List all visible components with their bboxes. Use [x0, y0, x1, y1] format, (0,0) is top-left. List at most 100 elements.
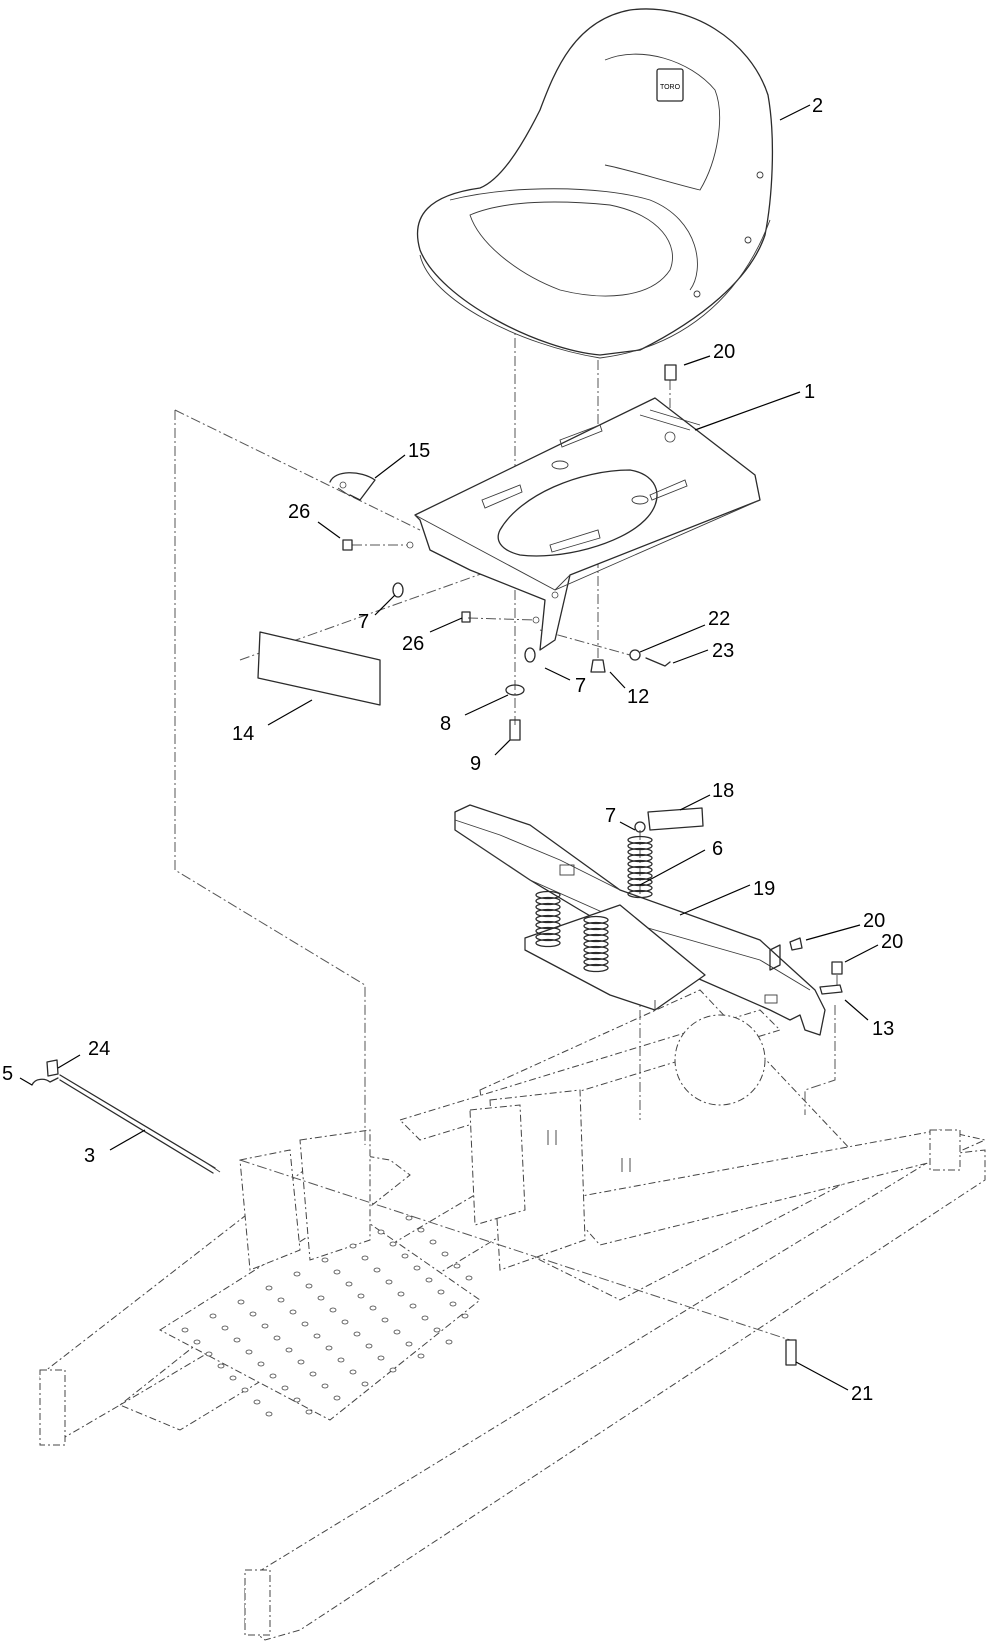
footrest-hole	[349, 1369, 357, 1375]
coil-spring	[627, 835, 653, 899]
footrest-hole	[229, 1375, 237, 1381]
footrest-hole	[413, 1265, 421, 1271]
footrest-hole	[417, 1227, 425, 1233]
footrest-hole	[253, 1399, 261, 1405]
footrest-hole	[417, 1353, 425, 1359]
footrest-hole	[361, 1381, 369, 1387]
callout-7-left: 7	[358, 611, 369, 633]
footrest-hole	[393, 1329, 401, 1335]
footrest-hole	[357, 1293, 365, 1299]
footrest-hole	[237, 1299, 245, 1305]
callout-20-right: 20	[881, 931, 903, 953]
footrest-hole	[333, 1269, 341, 1275]
footrest-hole	[341, 1319, 349, 1325]
footrest-hole	[245, 1349, 253, 1355]
decal-small	[647, 807, 704, 831]
footrest-hole	[257, 1361, 265, 1367]
callout-15: 15	[408, 440, 430, 462]
callout-1: 1	[804, 381, 815, 403]
footrest-hole	[381, 1317, 389, 1323]
footrest-hole	[265, 1285, 273, 1291]
footrest-hole	[193, 1339, 201, 1345]
callout-labels: 1 2 3 5 6 7 7 7 8 9 12 13 14 15 18 19 20…	[2, 95, 903, 1405]
footrest-hole	[461, 1313, 469, 1319]
footrest-hole	[325, 1345, 333, 1351]
seat-suspension-base	[454, 804, 843, 1036]
callout-3: 3	[84, 1145, 95, 1167]
callout-24: 24	[88, 1038, 110, 1060]
callout-18: 18	[712, 780, 734, 802]
footrest-hole	[273, 1335, 281, 1341]
footrest-hole	[449, 1301, 457, 1307]
callout-21: 21	[851, 1383, 873, 1405]
footrest-hole	[209, 1313, 217, 1319]
hardware-fasteners	[31, 364, 843, 1366]
footrest-hole	[349, 1243, 357, 1249]
footrest-hole	[329, 1307, 337, 1313]
chassis-frame	[39, 989, 987, 1641]
callout-19: 19	[753, 878, 775, 900]
callout-26-lower: 26	[402, 633, 424, 655]
callout-14: 14	[232, 723, 254, 745]
footrest-hole	[385, 1279, 393, 1285]
footrest-hole	[317, 1295, 325, 1301]
footrest-hole	[401, 1253, 409, 1259]
pivot-rod	[59, 1074, 221, 1174]
footrest-hole	[321, 1383, 329, 1389]
footrest-hole	[377, 1229, 385, 1235]
footrest-hole	[217, 1363, 225, 1369]
callout-2: 2	[812, 95, 823, 117]
footrest-hole	[301, 1321, 309, 1327]
seat-plate	[406, 397, 761, 651]
seat-logo: TORO	[660, 84, 681, 91]
coil-spring	[583, 915, 609, 973]
footrest-hole	[421, 1315, 429, 1321]
footrest-hole	[181, 1327, 189, 1333]
callout-12: 12	[627, 686, 649, 708]
footrest-hole	[337, 1357, 345, 1363]
footrest-hole	[433, 1327, 441, 1333]
footrest-hole	[241, 1387, 249, 1393]
footrest-hole	[293, 1397, 301, 1403]
footrest-hole	[205, 1351, 213, 1357]
callout-7-right: 7	[575, 675, 586, 697]
footrest-hole	[405, 1341, 413, 1347]
coil-spring	[535, 890, 561, 948]
callout-8: 8	[440, 713, 451, 735]
footrest-hole	[321, 1257, 329, 1263]
seat-adjust-handle	[329, 472, 376, 501]
footrest-hole	[389, 1241, 397, 1247]
footrest-hole	[373, 1267, 381, 1273]
footrest-hole	[453, 1263, 461, 1269]
footrest-hole	[405, 1215, 413, 1221]
footrest-hole	[221, 1325, 229, 1331]
footrest-hole	[369, 1305, 377, 1311]
footrest-hole	[365, 1343, 373, 1349]
footrest-hole	[377, 1355, 385, 1361]
footrest-hole	[313, 1333, 321, 1339]
footrest-hole	[445, 1339, 453, 1345]
footrest-hole	[389, 1367, 397, 1373]
footrest-hole	[305, 1409, 313, 1415]
footrest-hole	[277, 1297, 285, 1303]
suspension-springs	[535, 835, 653, 973]
footrest-hole	[289, 1309, 297, 1315]
callout-26-upper: 26	[288, 501, 310, 523]
footrest-hole	[333, 1395, 341, 1401]
callout-5: 5	[2, 1063, 13, 1085]
footrest-hole	[297, 1359, 305, 1365]
footrest-hole	[409, 1303, 417, 1309]
footrest-hole-pattern	[181, 1215, 473, 1417]
callout-22: 22	[708, 608, 730, 630]
footrest-hole	[437, 1289, 445, 1295]
footrest-hole	[397, 1291, 405, 1297]
footrest-hole	[345, 1281, 353, 1287]
footrest-hole	[465, 1275, 473, 1281]
footrest-hole	[361, 1255, 369, 1261]
footrest-hole	[269, 1373, 277, 1379]
footrest-hole	[261, 1323, 269, 1329]
footrest-hole	[305, 1283, 313, 1289]
footrest-hole	[281, 1385, 289, 1391]
footrest-hole	[353, 1331, 361, 1337]
